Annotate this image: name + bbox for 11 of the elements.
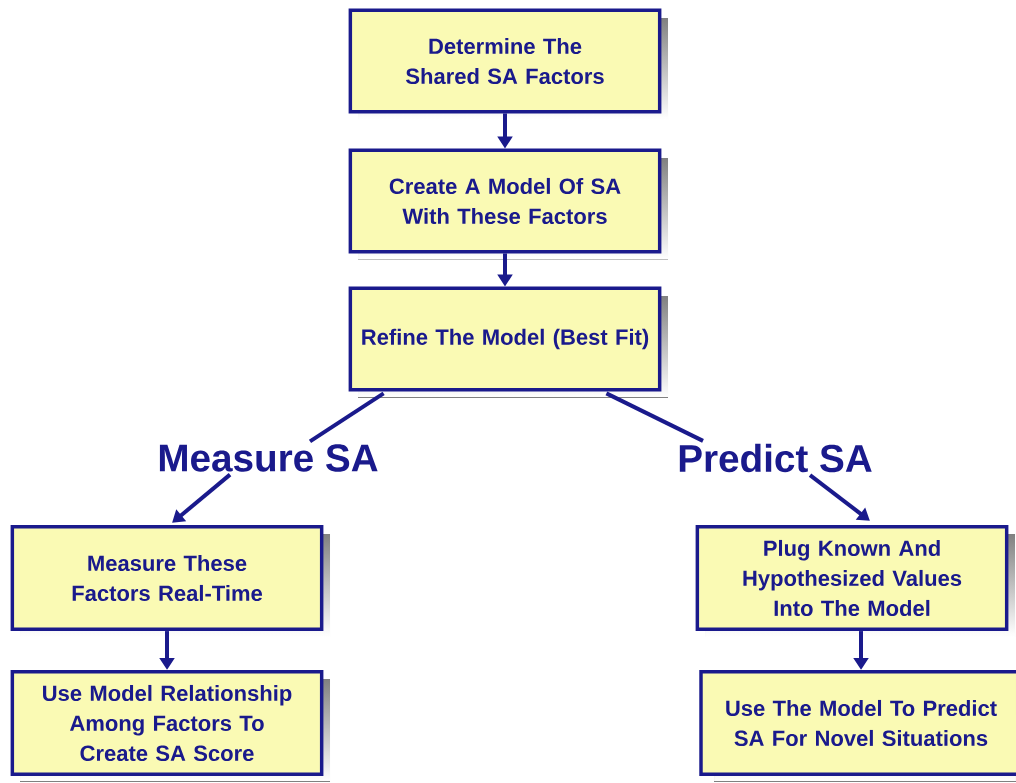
process-box: Measure These Factors Real-Time bbox=[10, 524, 330, 637]
arrow bbox=[172, 473, 232, 523]
process-box: Refine The Model (Best Fit) bbox=[348, 286, 668, 398]
process-box: Use The Model To Predict SA For Novel Situations bbox=[699, 669, 1016, 782]
branch-label: Predict SA bbox=[679, 443, 872, 473]
process-box: Use Model Relationship Among Factors To Create SA Score bbox=[10, 669, 330, 782]
process-box: Create A Model Of SA With These Factors bbox=[348, 148, 668, 260]
process-box: Determine The Shared SA Factors bbox=[348, 8, 668, 120]
branch-label: Measure SA bbox=[159, 444, 378, 472]
process-box: Plug Known And Hypothesized Values Into The Model bbox=[695, 524, 1015, 637]
arrow bbox=[808, 473, 870, 521]
